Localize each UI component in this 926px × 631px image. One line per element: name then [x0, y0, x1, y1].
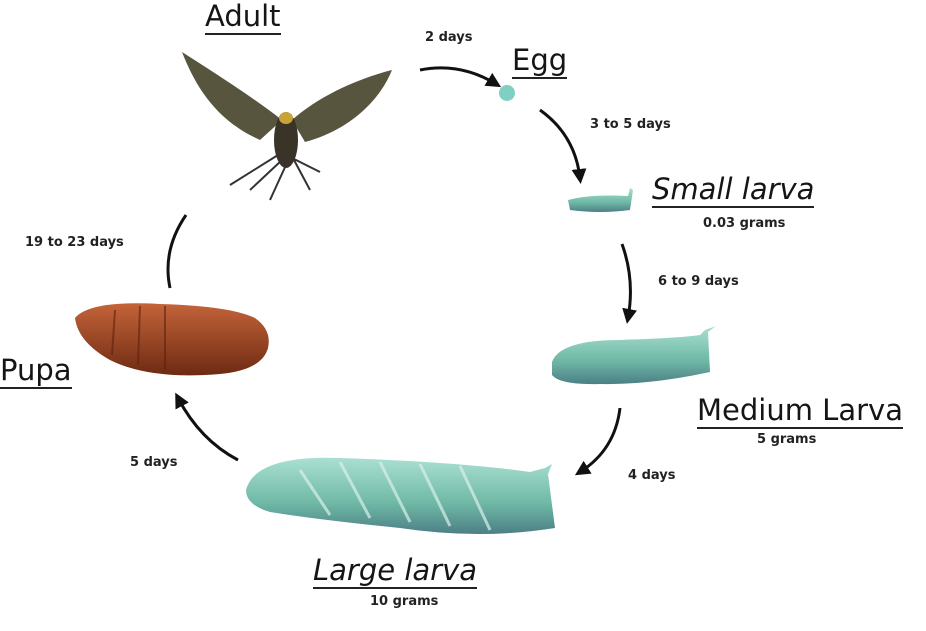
medium-larva-weight: 5 grams	[757, 432, 817, 447]
duration-large-to-pupa: 5 days	[130, 455, 178, 470]
small-larva-image	[568, 188, 633, 212]
duration-medium-to-large: 4 days	[628, 468, 676, 483]
adult-label: Adult	[205, 0, 281, 35]
arrow-large-larva-to-pupa	[175, 392, 239, 462]
duration-egg-to-small: 3 to 5 days	[590, 117, 671, 132]
small-larva-weight: 0.03 grams	[703, 216, 786, 231]
large-larva-weight: 10 grams	[370, 594, 439, 609]
arrow-adult-to-egg	[419, 66, 502, 88]
pupa-image	[75, 303, 269, 376]
arrow-egg-to-small-larva	[539, 108, 587, 184]
pupa-label: Pupa	[0, 353, 72, 389]
small-larva-label: Small larva	[652, 172, 815, 208]
medium-larva-label: Medium Larva	[697, 393, 903, 429]
medium-larva-image	[552, 326, 716, 385]
egg-image	[499, 85, 515, 101]
arrow-small-to-medium-larva	[620, 243, 638, 324]
duration-adult-to-egg: 2 days	[425, 30, 473, 45]
arrow-medium-to-large-larva	[574, 407, 622, 476]
large-larva-label: Large larva	[313, 553, 478, 589]
egg-label: Egg	[512, 43, 568, 79]
arrow-pupa-to-adult	[166, 214, 188, 289]
adult-moth-image	[182, 52, 392, 201]
large-larva-image	[246, 457, 555, 534]
duration-small-to-medium: 6 to 9 days	[658, 274, 739, 289]
duration-pupa-to-adult: 19 to 23 days	[25, 235, 124, 250]
